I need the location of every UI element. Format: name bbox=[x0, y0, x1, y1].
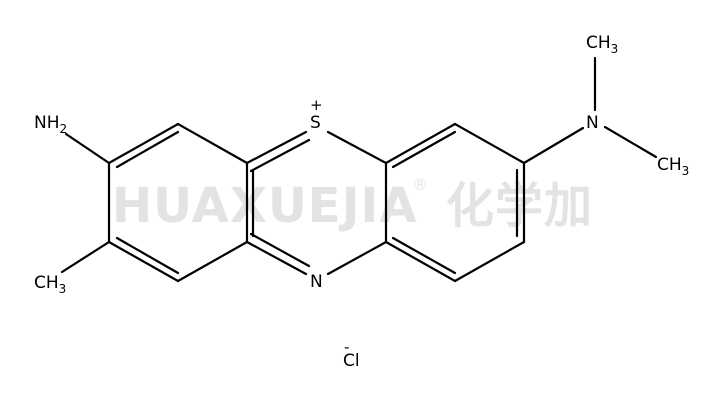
bond bbox=[249, 232, 311, 268]
watermark-text: HUAXUEJIA bbox=[112, 178, 417, 234]
bond bbox=[107, 122, 180, 165]
chloride-charge: - bbox=[344, 338, 349, 356]
bond bbox=[453, 240, 526, 283]
watermark: HUAXUEJIA ® 化学加 bbox=[112, 175, 593, 234]
sulfur-label: S bbox=[310, 113, 321, 133]
bond bbox=[107, 240, 180, 283]
bond bbox=[391, 130, 457, 169]
chloride-label: Cl bbox=[343, 351, 360, 371]
sulfur-charge: + bbox=[310, 96, 323, 114]
bond bbox=[384, 122, 457, 165]
bond bbox=[391, 236, 457, 275]
amino-label: NH2 bbox=[34, 113, 67, 136]
bonds bbox=[60, 56, 658, 283]
bond bbox=[245, 240, 308, 276]
bond bbox=[326, 240, 388, 276]
methyl-right-label: CH3 bbox=[657, 155, 689, 178]
bond bbox=[176, 240, 249, 283]
ring-nitrogen-label: N bbox=[310, 272, 323, 292]
methyl-top-label: CH3 bbox=[586, 33, 618, 56]
watermark-registered-mark: ® bbox=[412, 175, 428, 194]
bond bbox=[176, 122, 249, 165]
methyl-left-label: CH3 bbox=[34, 273, 66, 296]
bond bbox=[522, 126, 585, 165]
watermark-cjk: 化学加 bbox=[446, 178, 593, 234]
bond bbox=[603, 125, 658, 159]
bond bbox=[115, 236, 180, 275]
bond bbox=[384, 240, 457, 283]
bond bbox=[115, 130, 180, 169]
bond bbox=[60, 240, 111, 274]
bond bbox=[453, 122, 526, 165]
atom-labels: NH2 CH3 S + N N CH3 CH3 Cl - bbox=[34, 33, 689, 371]
bond bbox=[64, 132, 111, 165]
bond bbox=[326, 130, 388, 165]
bond bbox=[249, 138, 311, 173]
bond bbox=[245, 130, 308, 165]
dimethylamino-nitrogen-label: N bbox=[586, 113, 599, 133]
